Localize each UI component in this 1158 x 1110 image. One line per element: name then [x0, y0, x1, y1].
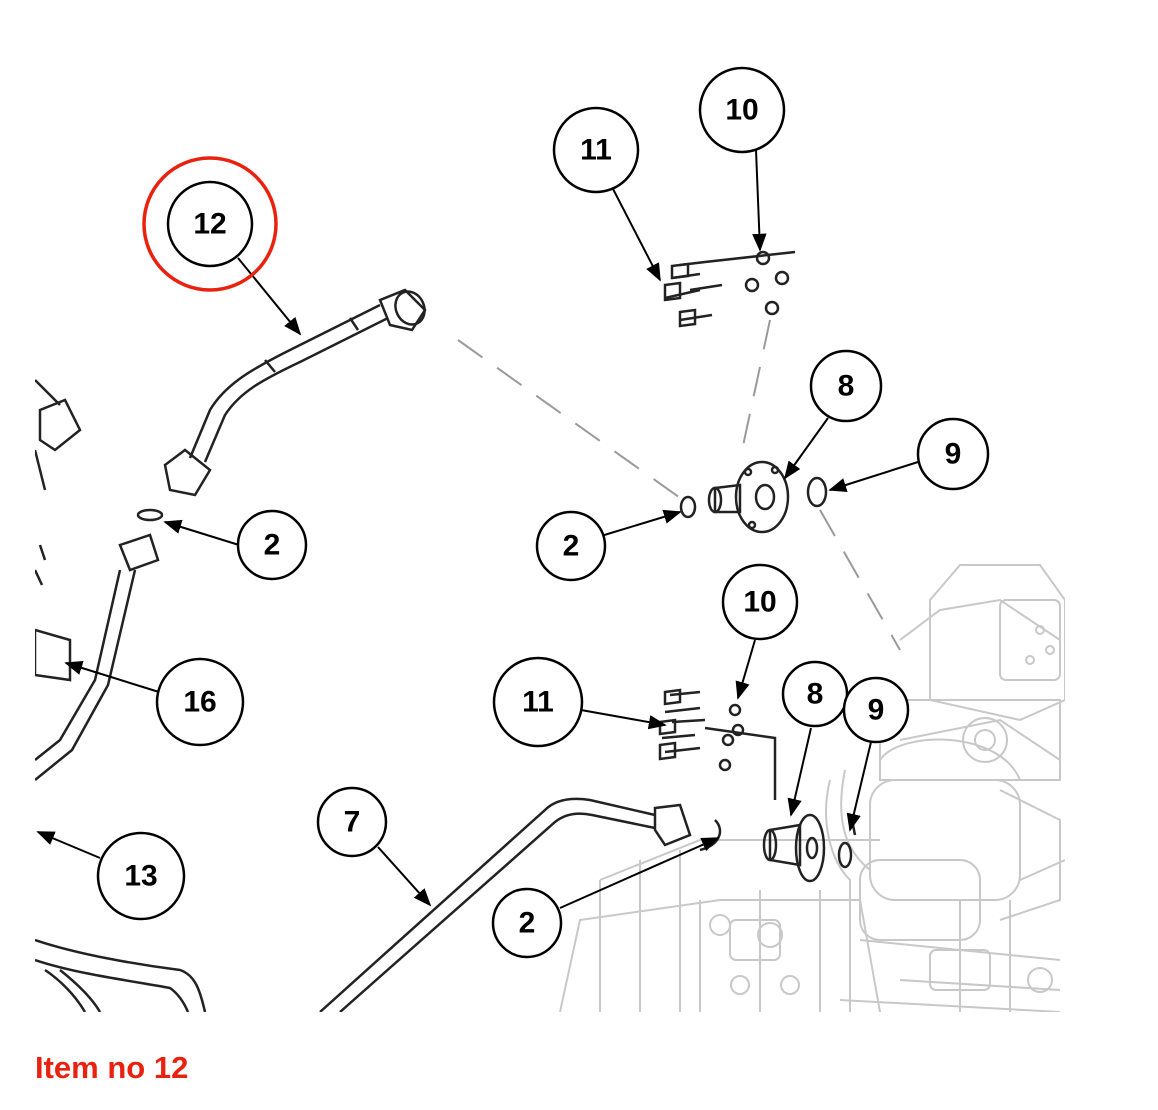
flange-assembly-lower — [658, 688, 857, 883]
pipe-item-7 — [319, 797, 722, 1012]
callout-12: 12 — [142, 156, 278, 292]
svg-text:10: 10 — [725, 94, 758, 127]
item-caption: Item no 12 — [35, 1050, 189, 1085]
callout-16: 16 — [155, 657, 245, 747]
alignment-lines — [457, 319, 901, 651]
callout-8-lower: 8 — [781, 660, 849, 728]
svg-text:8: 8 — [807, 678, 824, 711]
callout-2-bottom: 2 — [491, 887, 563, 959]
svg-text:11: 11 — [522, 686, 554, 719]
svg-text:9: 9 — [868, 694, 885, 727]
svg-text:2: 2 — [563, 530, 580, 563]
callout-10-upper: 10 — [698, 66, 786, 154]
callout-11-upper: 11 — [552, 106, 640, 194]
svg-text:13: 13 — [124, 860, 157, 893]
pipe-item-12 — [163, 288, 427, 497]
background-assembly — [559, 564, 1065, 1012]
svg-text:16: 16 — [183, 686, 216, 719]
callout-2-left: 2 — [236, 509, 308, 581]
svg-text:11: 11 — [580, 134, 612, 167]
svg-text:8: 8 — [838, 370, 855, 403]
pipe-left — [35, 379, 164, 781]
svg-text:2: 2 — [264, 529, 281, 562]
callout-10-lower: 10 — [721, 563, 799, 641]
svg-text:10: 10 — [743, 586, 776, 619]
svg-text:7: 7 — [344, 806, 361, 839]
svg-text:2: 2 — [519, 907, 536, 940]
pipe-item-13 — [35, 938, 207, 1012]
callout-2-middle: 2 — [535, 510, 607, 582]
callout-7: 7 — [316, 786, 388, 858]
callout-13: 13 — [96, 831, 186, 921]
callout-9-upper: 9 — [916, 417, 990, 491]
leader-lines — [36, 149, 919, 909]
callout-8-upper: 8 — [809, 349, 883, 423]
flange-assembly-upper — [663, 250, 828, 534]
callout-11-lower: 11 — [492, 656, 584, 748]
svg-text:12: 12 — [193, 208, 226, 241]
callout-9-lower: 9 — [842, 676, 910, 744]
callout-12-highlight-ring — [142, 156, 278, 292]
svg-text:9: 9 — [945, 438, 962, 471]
